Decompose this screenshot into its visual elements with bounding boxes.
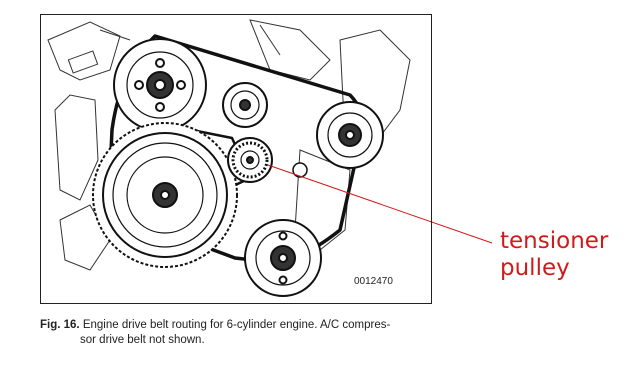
power-steering-pulley — [244, 219, 322, 297]
tensioner-pulley — [227, 137, 273, 183]
callout-line-2: pulley — [500, 255, 570, 281]
crankshaft-pulley — [92, 122, 238, 268]
figure-frame — [40, 14, 432, 304]
figure-number: Fig. 16. — [40, 319, 80, 331]
figure-code: 0012470 — [354, 276, 393, 287]
tensioner-pulley-callout: tensioner pulley — [500, 228, 608, 282]
water-pump-pulley — [113, 38, 207, 132]
figure-caption: Fig. 16. Engine drive belt routing for 6… — [40, 318, 440, 348]
caption-line-1: Engine drive belt routing for 6-cylinder… — [82, 319, 391, 331]
caption-line-2: sor drive belt not shown. — [80, 334, 205, 346]
small-idler-pulley — [292, 162, 308, 178]
idler-pulley — [222, 82, 268, 128]
callout-line-1: tensioner — [500, 228, 609, 254]
callout-leader-line — [267, 164, 493, 244]
alternator-pulley — [316, 101, 384, 169]
